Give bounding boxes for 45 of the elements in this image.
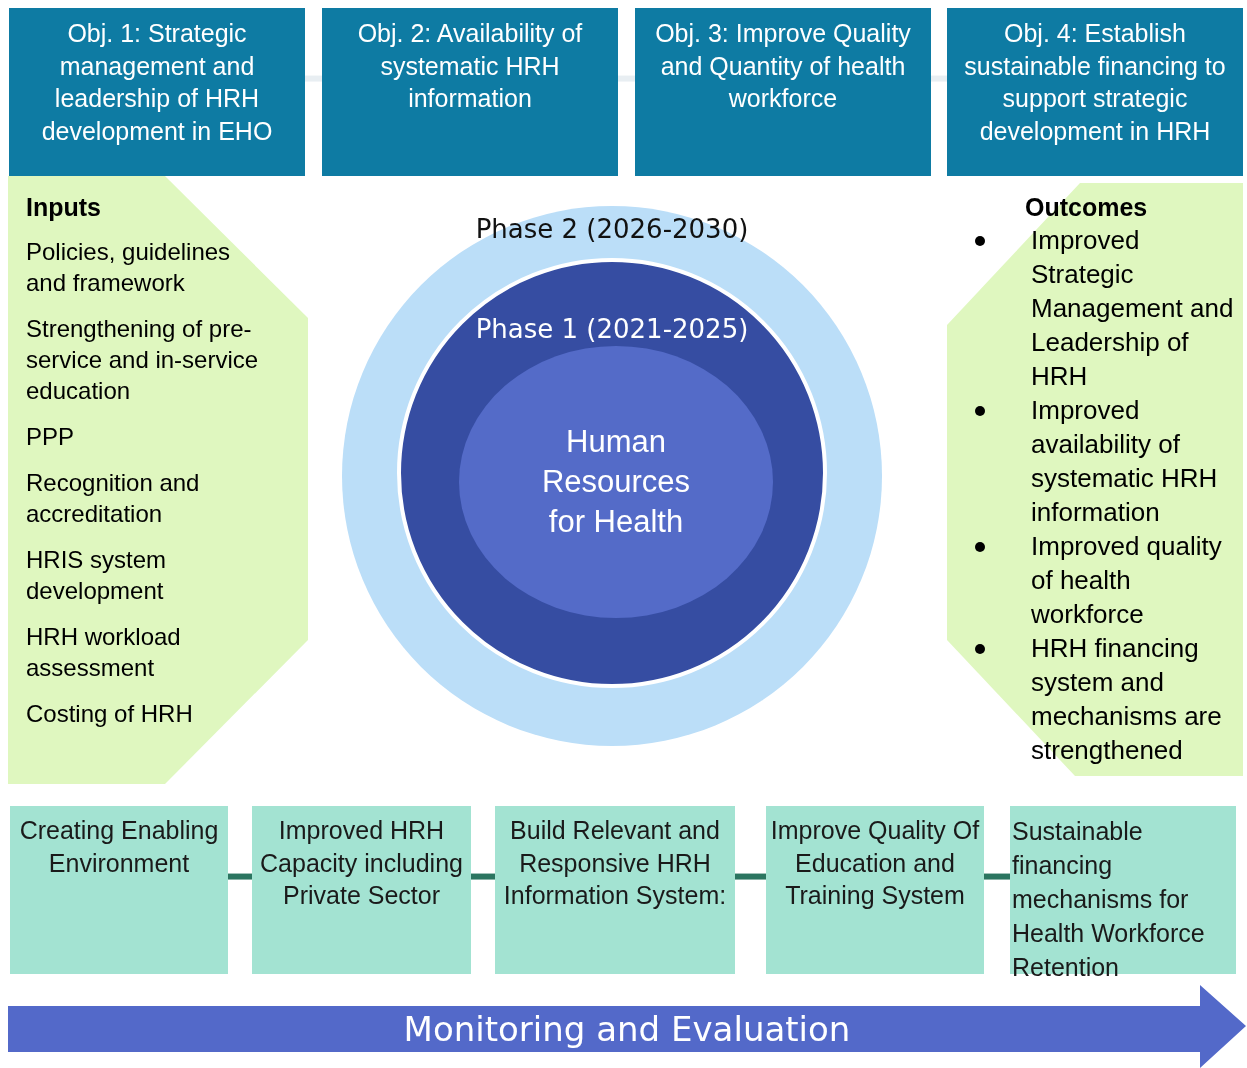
input-item: Recognition and accreditation bbox=[26, 468, 201, 529]
objective-box bbox=[322, 8, 618, 176]
core-label: Human Resources for Health bbox=[540, 423, 692, 541]
objective-text: Obj. 3: Improve Quality and Quantity of health workforce bbox=[654, 18, 912, 114]
strategy-text: Improve Quality Of Education and Training System bbox=[769, 815, 981, 911]
connector-line bbox=[735, 873, 766, 880]
input-item: HRIS system development bbox=[26, 545, 167, 606]
input-item: HRH workload assessment bbox=[26, 622, 182, 683]
connector-line bbox=[618, 75, 635, 82]
input-item: Policies, guidelines and framework bbox=[26, 237, 232, 298]
connector-line bbox=[984, 873, 1010, 880]
strategy-text: Sustainable financing mechanisms for Health Workforce Retention bbox=[1012, 816, 1206, 983]
connector-line bbox=[305, 75, 322, 82]
arrow-label: Monitoring and Evaluation bbox=[403, 1008, 851, 1051]
objective-box bbox=[9, 8, 305, 176]
connector-line bbox=[471, 873, 495, 880]
strategy-box bbox=[495, 806, 735, 974]
outcome-item: Improved quality of health workforce bbox=[1031, 530, 1223, 631]
inputs-panel bbox=[8, 176, 308, 784]
phase-label: Phase 1 (2021-2025) bbox=[475, 313, 749, 346]
connector-line bbox=[931, 75, 947, 82]
panel-heading: Inputs bbox=[26, 192, 102, 222]
outcome-item: Improved Strategic Management and Leadership of HRH bbox=[1031, 224, 1235, 393]
objective-text: Obj. 2: Availability of systematic HRH information bbox=[356, 18, 584, 114]
strategy-text: Improved HRH Capacity including Private Sector bbox=[259, 815, 464, 911]
input-item: Costing of HRH bbox=[26, 699, 194, 729]
phase-label: Phase 2 (2026-2030) bbox=[475, 213, 749, 246]
objective-box bbox=[947, 8, 1243, 176]
objective-box bbox=[635, 8, 931, 176]
connector-line bbox=[228, 873, 252, 880]
input-item: Strengthening of pre-service and in-service education bbox=[26, 314, 260, 406]
objective-text: Obj. 4: Establish sustainable financing to support strategic development in HRH bbox=[963, 18, 1227, 147]
strategy-box bbox=[252, 806, 471, 974]
objective-text: Obj. 1: Strategic management and leadership of HRH development in EHO bbox=[40, 18, 274, 147]
strategy-text: Build Relevant and Responsive HRH Information System: bbox=[502, 815, 728, 911]
strategy-text: Creating Enabling Environment bbox=[18, 815, 220, 879]
outcomes-panel bbox=[947, 183, 1243, 776]
strategy-box bbox=[766, 806, 984, 974]
strategy-box bbox=[1010, 806, 1236, 974]
strategy-box bbox=[10, 806, 228, 974]
process-arrow bbox=[8, 985, 1246, 1068]
outcome-item: HRH financing system and mechanisms are strengthened bbox=[1031, 632, 1223, 767]
outcome-item: Improved availability of systematic HRH information bbox=[1031, 394, 1219, 529]
input-item: PPP bbox=[26, 422, 76, 452]
panel-heading: Outcomes bbox=[1025, 192, 1149, 223]
